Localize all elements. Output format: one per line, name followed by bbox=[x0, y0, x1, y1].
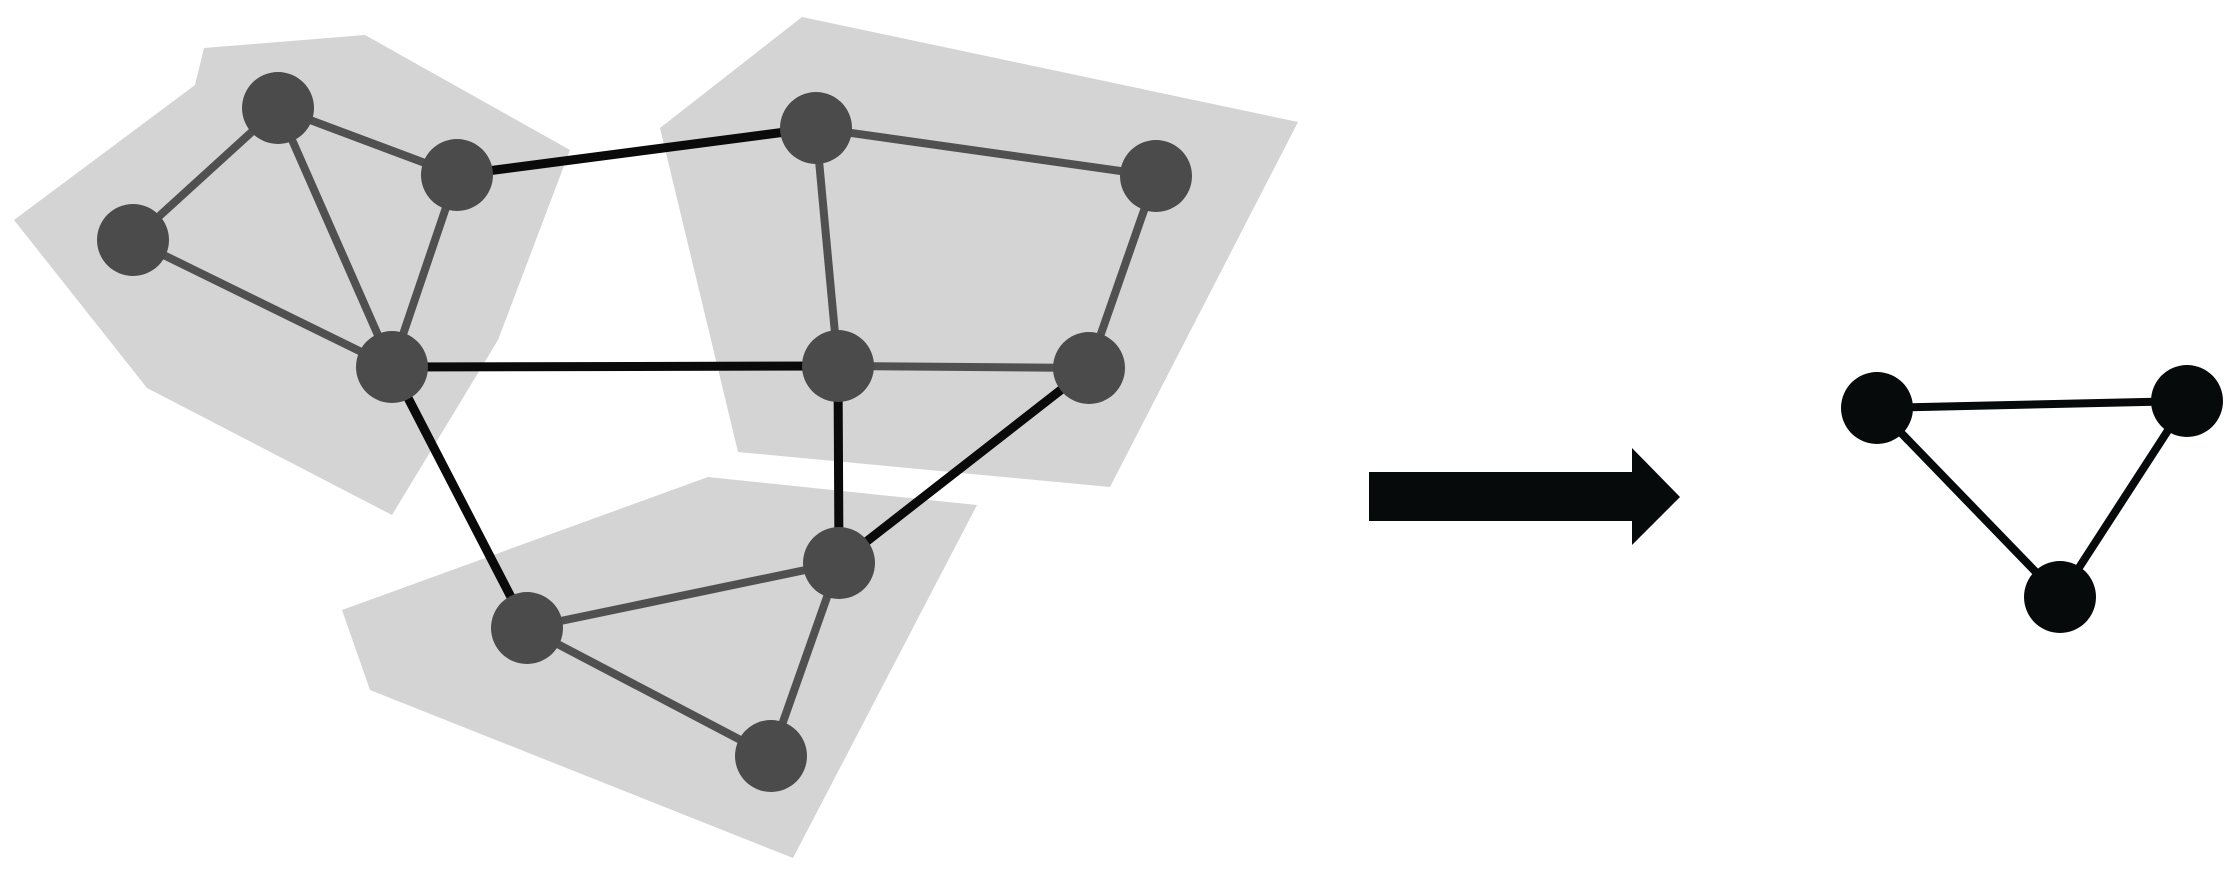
intra-cluster-edge-a2-a4 bbox=[129, 236, 396, 371]
graph-node-c1 bbox=[803, 527, 875, 599]
coarsened-graph-edges bbox=[1873, 397, 2191, 601]
graph-node-a2 bbox=[97, 204, 169, 276]
graph-node-a1 bbox=[242, 72, 314, 144]
coarse-node-c bbox=[2024, 561, 2096, 633]
inter-cluster-edge-a4-b3 bbox=[387, 361, 843, 372]
coarse-edge-b-c bbox=[2056, 397, 2191, 601]
right-arrow-icon bbox=[1369, 448, 1680, 545]
intra-cluster-edge-b3-b4 bbox=[834, 362, 1093, 372]
intra-cluster-edge-a1-a4 bbox=[274, 104, 396, 371]
coarse-node-b bbox=[2151, 365, 2223, 437]
intra-cluster-edge-c2-c3 bbox=[523, 624, 775, 760]
intra-cluster-edge-c1-c2 bbox=[523, 559, 843, 632]
inter-cluster-edge-b4-c1 bbox=[834, 363, 1094, 568]
intra-cluster-edge-b1-b2 bbox=[812, 124, 1160, 180]
graph-node-b4 bbox=[1053, 332, 1125, 404]
intra-cluster-edge-b1-b3 bbox=[812, 124, 842, 370]
graph-node-a3 bbox=[421, 139, 493, 211]
graph-node-a4 bbox=[356, 331, 428, 403]
inter-cluster-edge-a3-b1 bbox=[452, 123, 821, 180]
graph-node-c2 bbox=[491, 592, 563, 664]
graph-node-c3 bbox=[735, 720, 807, 792]
graph-node-b3 bbox=[802, 330, 874, 402]
inter-cluster-edge-a4-c2 bbox=[387, 362, 532, 633]
graph-node-b1 bbox=[780, 92, 852, 164]
transformation-arrow bbox=[1369, 448, 1680, 545]
original-graph-edges bbox=[129, 104, 1160, 760]
graph-node-b2 bbox=[1120, 140, 1192, 212]
coarse-edge-a-c bbox=[1873, 404, 2064, 601]
original-graph-nodes bbox=[97, 72, 1192, 792]
coarse-edge-a-b bbox=[1873, 397, 2191, 412]
coarse-node-a bbox=[1841, 372, 1913, 444]
coarsened-graph-nodes bbox=[1841, 365, 2223, 633]
